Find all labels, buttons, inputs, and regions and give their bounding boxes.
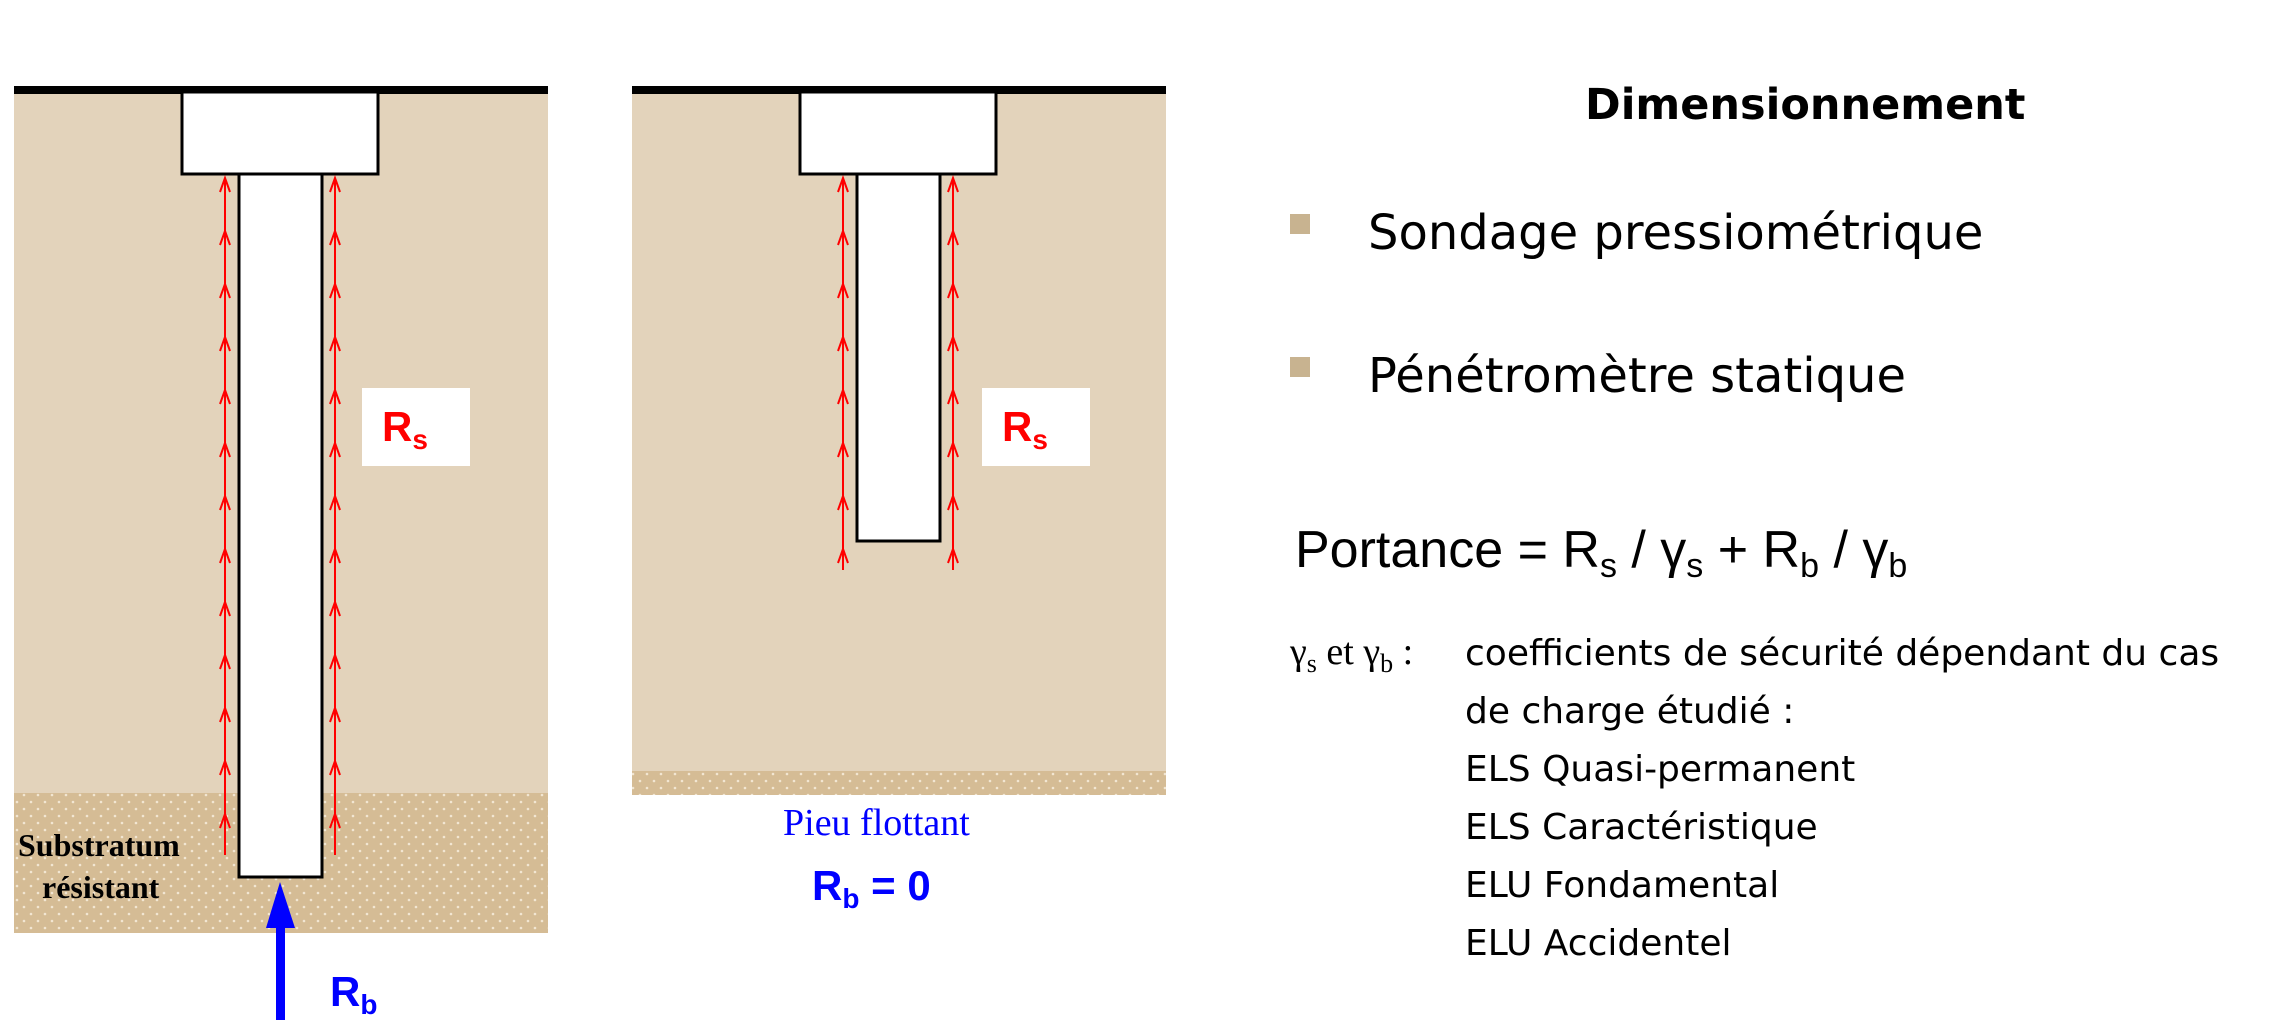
friction-arrow-head [837, 440, 849, 458]
bullet-item-pressuremeter: Sondage pressiométrique [1290, 205, 1983, 261]
bullet-text: Pénétromètre statique [1368, 348, 1906, 404]
friction-arrow-head [947, 546, 959, 564]
friction-arrow-head [219, 440, 231, 458]
ground-line-left [14, 86, 548, 94]
friction-arrow-head [329, 758, 341, 776]
friction-arrow-head [329, 652, 341, 670]
shaft-friction-arrows-right [837, 175, 959, 570]
pile-diagram: Rs Substratum résistant Rb Rs Pieu flott… [14, 86, 1166, 1020]
thin-bottom-texture [632, 771, 1166, 795]
square-bullet-icon [1290, 214, 1310, 234]
friction-arrow-head [219, 546, 231, 564]
bearing-capacity-formula: Portance = Rs / γs + Rb / γb [1295, 521, 1908, 585]
substratum-label-line1: Substratum [18, 827, 180, 863]
square-bullet-icon [1290, 357, 1310, 377]
friction-arrow-head [329, 334, 341, 352]
friction-arrow-head [219, 811, 231, 829]
friction-arrow-head [219, 493, 231, 511]
friction-arrow-head [219, 758, 231, 776]
floating-pile-figure: Rs Pieu flottant Rb = 0 [632, 86, 1166, 914]
shaft-friction-arrows-left [219, 175, 341, 855]
bullet-item-cone-penetrometer: Pénétromètre statique [1290, 348, 1906, 404]
friction-arrow-head [329, 175, 341, 193]
rs-label-left: Rs [382, 403, 428, 455]
substratum-label-line2: résistant [42, 869, 160, 905]
friction-arrow-head [837, 281, 849, 299]
rs-label-right: Rs [1002, 403, 1048, 455]
floating-pile-caption: Pieu flottant [783, 802, 970, 844]
friction-arrow-head [219, 228, 231, 246]
friction-arrow-head [329, 228, 341, 246]
friction-arrow-head [219, 705, 231, 723]
friction-arrow-head [219, 281, 231, 299]
friction-arrow-head [947, 493, 959, 511]
friction-arrow-head [947, 387, 959, 405]
rs-label-box-left [362, 388, 470, 466]
friction-arrow-head [329, 440, 341, 458]
rb-label-left: Rb [330, 968, 377, 1020]
friction-arrow-head [837, 493, 849, 511]
safety-coefficient-description: coefficients de sécurité dépendant du ca… [1465, 625, 2265, 973]
section-heading: Dimensionnement [1585, 80, 2026, 130]
load-case-els-caracteristique: ELS Caractéristique [1465, 807, 1818, 848]
friction-arrow-head [219, 652, 231, 670]
friction-arrow-head [219, 334, 231, 352]
friction-arrow-head [947, 281, 959, 299]
pile-shaft-right [855, 172, 942, 543]
friction-arrow-head [837, 334, 849, 352]
friction-arrow-head [329, 493, 341, 511]
load-case-elu-accidentel: ELU Accidentel [1465, 923, 1732, 964]
ground-line-right [632, 86, 1166, 94]
safety-coefficient-label: γs et γb : [1290, 631, 1414, 678]
friction-arrow-head [947, 228, 959, 246]
friction-arrow-head [947, 440, 959, 458]
friction-arrow-head [837, 387, 849, 405]
friction-arrow-head [219, 387, 231, 405]
pile-cap-left [180, 90, 380, 176]
friction-arrow-head [837, 175, 849, 193]
pile-shaft-left [237, 172, 324, 879]
description-line: de charge étudié : [1465, 691, 1795, 732]
friction-arrow-head [947, 175, 959, 193]
friction-arrow-head [947, 334, 959, 352]
friction-arrow-head [329, 705, 341, 723]
load-case-els-quasi-permanent: ELS Quasi-permanent [1465, 749, 1856, 790]
friction-arrow-head [329, 599, 341, 617]
rs-label-box-right [982, 388, 1090, 466]
friction-arrow-head [329, 811, 341, 829]
friction-arrow-head [837, 228, 849, 246]
description-line: coefficients de sécurité dépendant du ca… [1465, 633, 2220, 674]
load-case-elu-fondamental: ELU Fondamental [1465, 865, 1780, 906]
tip-resistance-arrow [266, 882, 295, 1020]
friction-arrow-head [219, 175, 231, 193]
friction-arrow-head [329, 546, 341, 564]
rb-zero-equation: Rb = 0 [812, 862, 931, 914]
friction-arrow-head [329, 387, 341, 405]
friction-arrow-head [329, 281, 341, 299]
pile-cap-right [798, 90, 998, 176]
friction-arrow-head [219, 599, 231, 617]
friction-arrow-head [837, 546, 849, 564]
end-bearing-pile-figure: Rs Substratum résistant Rb [14, 86, 548, 1020]
bullet-text: Sondage pressiométrique [1368, 205, 1984, 261]
